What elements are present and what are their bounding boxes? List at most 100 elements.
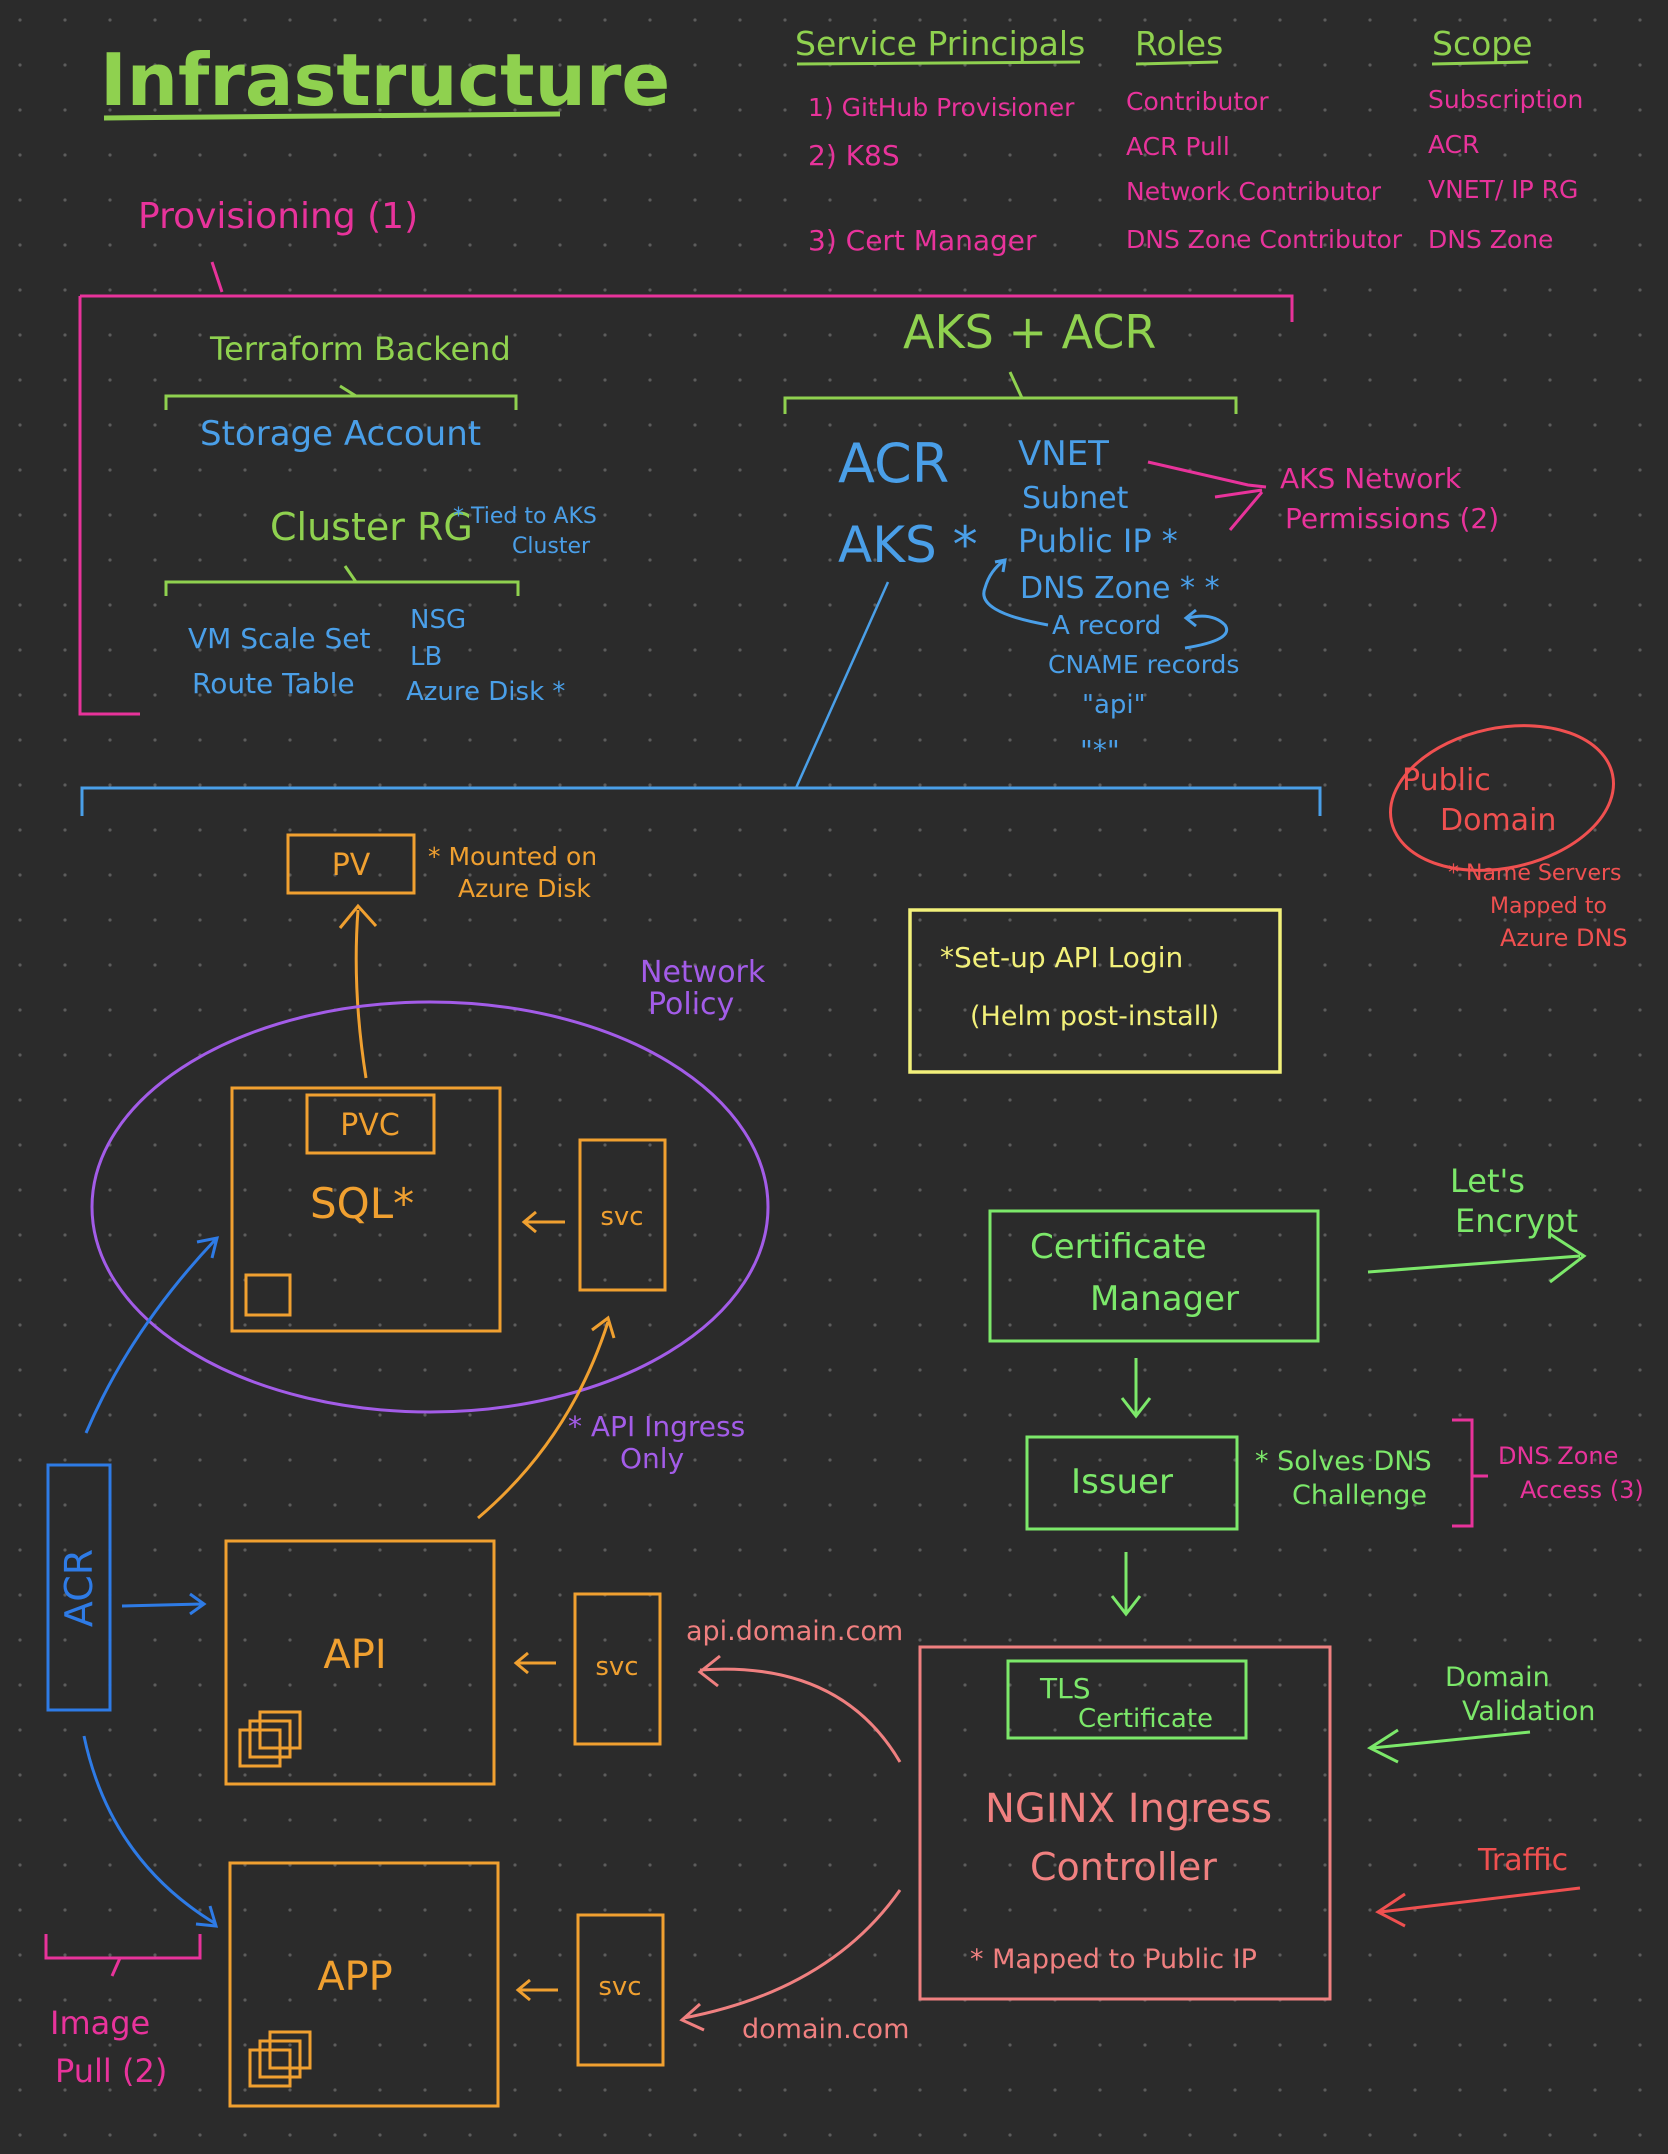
acr-label: ACR: [838, 432, 949, 495]
cert-manager-box: [988, 1209, 1320, 1343]
network-policy-ellipse: [90, 1000, 770, 1414]
public-domain-line2: Domain: [1440, 803, 1556, 838]
tls-line1: TLS: [1039, 1672, 1090, 1705]
api-login-box: [908, 908, 1282, 1074]
image-pull-line2: Pull (2): [55, 2052, 167, 2090]
api-login-line1: *Set-up API Login: [940, 941, 1183, 974]
sp-principal: 3) Cert Manager: [808, 224, 1037, 257]
lb: LB: [410, 642, 442, 672]
pv-note-line1: * Mounted on: [428, 842, 597, 871]
api-label: API: [323, 1632, 386, 1678]
page-title: Infrastructure: [100, 38, 670, 122]
sp-scope: Subscription: [1428, 85, 1583, 114]
provisioning-label: Provisioning (1): [138, 196, 418, 237]
public-domain-ellipse: [1389, 724, 1615, 872]
pv-label: PV: [332, 848, 371, 883]
cert-manager-line1: Certificate: [1030, 1227, 1207, 1267]
cluster-rg-note-line2: Cluster: [512, 534, 591, 559]
image-pull-line1: Image: [50, 2004, 150, 2042]
domain-validation-line1: Domain: [1445, 1662, 1550, 1693]
tls-box: [1006, 1659, 1248, 1740]
pods-stack-icon: [248, 2030, 312, 2088]
sp-scope: DNS Zone: [1428, 225, 1553, 254]
aks-acr-bracket: [783, 371, 1238, 414]
cert-to-letsencrypt-arrow: [1367, 1232, 1587, 1284]
domain-validation-line2: Validation: [1462, 1696, 1595, 1727]
sp-header-scope: Scope: [1432, 24, 1533, 63]
dns-zone-access-line2: Access (3): [1520, 1476, 1644, 1504]
permissions-connector: [1147, 460, 1267, 531]
aks-acr-title: AKS + ACR: [903, 305, 1156, 359]
storage-account: Storage Account: [200, 414, 481, 454]
api-box: [224, 1539, 496, 1786]
lets-encrypt-line1: Let's: [1450, 1162, 1525, 1200]
name-servers-note-line2: Mapped to: [1490, 894, 1607, 919]
dns-challenge-line2: Challenge: [1292, 1480, 1427, 1511]
sp-header-underline: [796, 60, 1081, 66]
sql-box: [230, 1086, 502, 1333]
app-svc-label: svc: [598, 1972, 641, 2002]
dns-zone-item: DNS Zone * *: [1020, 571, 1220, 606]
sp-role: ACR Pull: [1126, 132, 1230, 161]
nginx-box: [918, 1645, 1332, 2001]
tls-line2: Certificate: [1078, 1704, 1213, 1734]
issuer-label: Issuer: [1071, 1462, 1173, 1502]
wildcard-record-item: "*": [1080, 734, 1120, 767]
dns-challenge-line1: * Solves DNS: [1255, 1446, 1432, 1477]
pvc-box: [305, 1093, 436, 1155]
aks-network-permissions-line1: AKS Network: [1280, 462, 1462, 495]
api-ingress-note-line1: * API Ingress: [568, 1410, 745, 1443]
api-svc-label: svc: [595, 1652, 638, 1682]
sp-header-principals: Service Principals: [795, 24, 1085, 63]
svc-to-app-arrow: [515, 1978, 558, 2002]
terraform-backend-bracket: [164, 384, 518, 410]
name-servers-note-line1: * Name Servers: [1448, 861, 1622, 886]
dns-zone-access-line1: DNS Zone: [1498, 1442, 1618, 1470]
azure-disk: Azure Disk *: [406, 677, 565, 707]
app-label: APP: [317, 1954, 393, 2000]
aks-network-permissions-line2: Permissions (2): [1285, 502, 1499, 535]
acr-to-api-arrow: [121, 1592, 207, 1616]
sp-principal: 1) GitHub Provisioner: [808, 93, 1075, 122]
network-policy-line1: Network: [640, 955, 766, 990]
pvc-label: PVC: [340, 1108, 400, 1143]
lets-encrypt-line2: Encrypt: [1455, 1202, 1578, 1240]
image-pull-bracket: [44, 1934, 202, 1977]
dns-loop-arrow-left: [982, 558, 1049, 627]
pod-icon: [244, 1273, 292, 1317]
domain-validation-arrow: [1366, 1728, 1531, 1764]
nginx-note: * Mapped to Public IP: [970, 1944, 1257, 1975]
nginx-line1: NGINX Ingress: [985, 1786, 1272, 1832]
api-to-sql-svc-arrow: [477, 1315, 616, 1520]
app-box: [228, 1861, 500, 2108]
sql-svc-box: [578, 1138, 667, 1292]
pv-note-line2: Azure Disk: [458, 874, 591, 903]
sp-scope: VNET/ IP RG: [1428, 175, 1578, 204]
pods-stack-icon: [238, 1710, 302, 1768]
aks-to-cluster-line: [794, 581, 890, 789]
dot-grid-background: [18, 18, 1642, 2137]
provisioning-bracket: [78, 261, 1294, 716]
terraform-backend-title: Terraform Backend: [209, 330, 511, 368]
network-policy-line2: Policy: [648, 987, 734, 1022]
cname-records-item: CNAME records: [1048, 650, 1239, 679]
svc-to-sql-arrow: [521, 1210, 565, 1234]
public-domain-line1: Public: [1402, 763, 1491, 798]
scope-header-underline: [1431, 60, 1529, 66]
acr-vertical-label: ACR: [57, 1549, 101, 1627]
cert-to-issuer-arrow: [1120, 1358, 1152, 1419]
sp-row: 3) Cert Manager DNS Zone Contributor DNS…: [808, 224, 1553, 257]
sql-label: SQL*: [310, 1179, 414, 1228]
sp-row: Network Contributor VNET/ IP RG: [1126, 175, 1578, 206]
route-table: Route Table: [192, 667, 355, 700]
dns-zone-access-bracket: [1452, 1418, 1488, 1528]
cluster-bracket: [80, 786, 1322, 816]
acr-to-app-arrow: [82, 1735, 219, 1928]
cert-manager-line2: Manager: [1090, 1279, 1239, 1319]
nginx-line2: Controller: [1030, 1845, 1217, 1889]
name-servers-note-line3: Azure DNS: [1500, 924, 1628, 952]
sp-row: 1) GitHub Provisioner Contributor Subscr…: [808, 85, 1583, 122]
sql-svc-label: svc: [600, 1202, 643, 1232]
issuer-box: [1025, 1435, 1239, 1531]
